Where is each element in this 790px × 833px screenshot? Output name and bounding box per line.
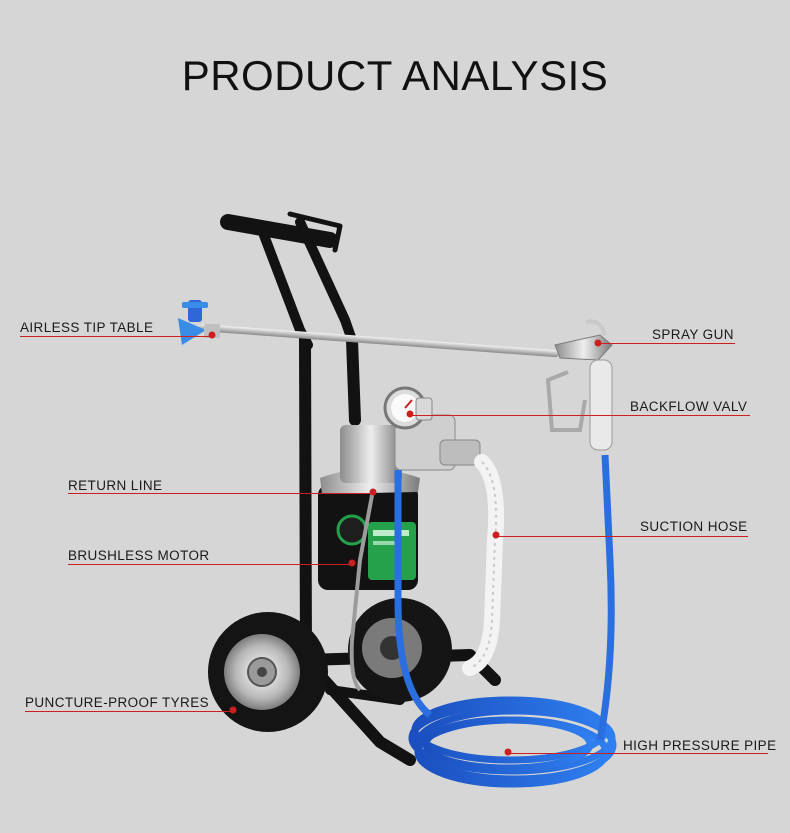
- callout-return-line: RETURN LINE: [68, 478, 163, 493]
- callout-line-backflow-valv: [410, 415, 750, 416]
- callout-line-airless-tip-table: [20, 336, 212, 337]
- return-line-shape: [349, 489, 375, 692]
- handle-bar: [220, 214, 338, 248]
- callout-suction-hose: SUCTION HOSE: [640, 519, 748, 534]
- callout-spray-gun: SPRAY GUN: [652, 327, 734, 342]
- airless-tip-guard: [178, 300, 220, 345]
- callout-line-brushless-motor: [68, 564, 352, 565]
- callout-line-high-pressure-pipe: [508, 753, 768, 754]
- callout-line-puncture-proof-tyres: [25, 711, 233, 712]
- extension-rod: [199, 324, 559, 358]
- page-title: PRODUCT ANALYSIS: [181, 52, 609, 99]
- suction-hose-ribs: [469, 461, 498, 669]
- callout-backflow-valv: BACKFLOW VALV: [630, 399, 748, 414]
- callout-puncture-proof-tyres: PUNCTURE-PROOF TYRES: [25, 695, 210, 710]
- motor-body: [318, 425, 420, 590]
- suction-hose-shape: [462, 454, 505, 676]
- callout-high-pressure-pipe: HIGH PRESSURE PIPE: [623, 738, 777, 753]
- callout-line-suction-hose: [496, 536, 748, 537]
- front-wheel: [208, 612, 328, 732]
- hose-to-pump: [394, 470, 433, 718]
- spray-gun-shape: [545, 319, 613, 451]
- callout-brushless-motor: BRUSHLESS MOTOR: [68, 548, 210, 563]
- hose-to-gun: [596, 454, 615, 741]
- cart-frame: [220, 211, 501, 766]
- pump-head: [383, 386, 481, 471]
- callout-airless-tip-table: AIRLESS TIP TABLE: [20, 320, 154, 335]
- callout-line-spray-gun: [598, 343, 735, 344]
- callout-line-return-line: [68, 493, 373, 494]
- high-pressure-hose-coil: [408, 696, 617, 788]
